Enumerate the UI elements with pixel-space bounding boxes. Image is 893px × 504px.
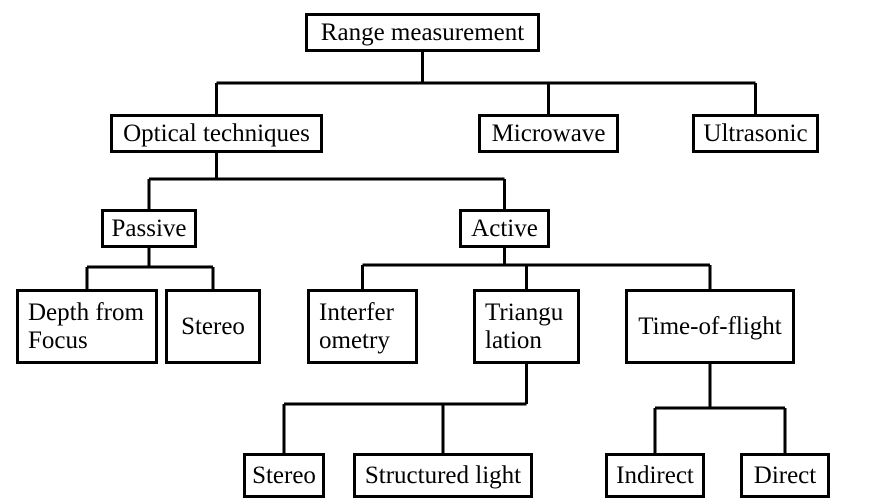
node-label: Range measurement (320, 18, 525, 46)
node-ultrasonic[interactable]: Ultrasonic (692, 114, 819, 153)
node-depth-from-focus[interactable]: Depth from Focus (16, 289, 158, 364)
node-label: Direct (753, 461, 817, 489)
node-active[interactable]: Active (459, 209, 550, 248)
node-label: Microwave (491, 119, 606, 147)
node-indirect[interactable]: Indirect (605, 453, 705, 498)
node-label: Depth from Focus (28, 298, 144, 354)
node-stereo-passive[interactable]: Stereo (165, 289, 261, 364)
node-stereo-triangulation[interactable]: Stereo (243, 453, 325, 498)
node-label: Ultrasonic (703, 119, 808, 147)
node-label: Time-of-flight (638, 312, 782, 340)
node-label: Stereo (252, 461, 316, 489)
node-direct[interactable]: Direct (740, 453, 830, 498)
node-label: Triangu lation (485, 298, 564, 354)
node-triangulation[interactable]: Triangu lation (473, 289, 580, 364)
node-interferometry[interactable]: Interfer ometry (307, 289, 418, 364)
node-range-measurement[interactable]: Range measurement (305, 13, 540, 52)
node-optical-techniques[interactable]: Optical techniques (110, 114, 323, 153)
node-label: Indirect (616, 461, 694, 489)
node-label: Active (471, 214, 538, 242)
node-label: Optical techniques (123, 119, 310, 147)
node-label: Passive (111, 214, 187, 242)
node-label: Interfer ometry (319, 298, 394, 354)
node-label: Stereo (181, 312, 245, 340)
node-microwave[interactable]: Microwave (478, 114, 619, 153)
node-label: Structured light (364, 461, 522, 489)
node-passive[interactable]: Passive (101, 209, 197, 248)
node-time-of-flight[interactable]: Time-of-flight (625, 289, 795, 364)
node-structured-light[interactable]: Structured light (353, 453, 533, 498)
